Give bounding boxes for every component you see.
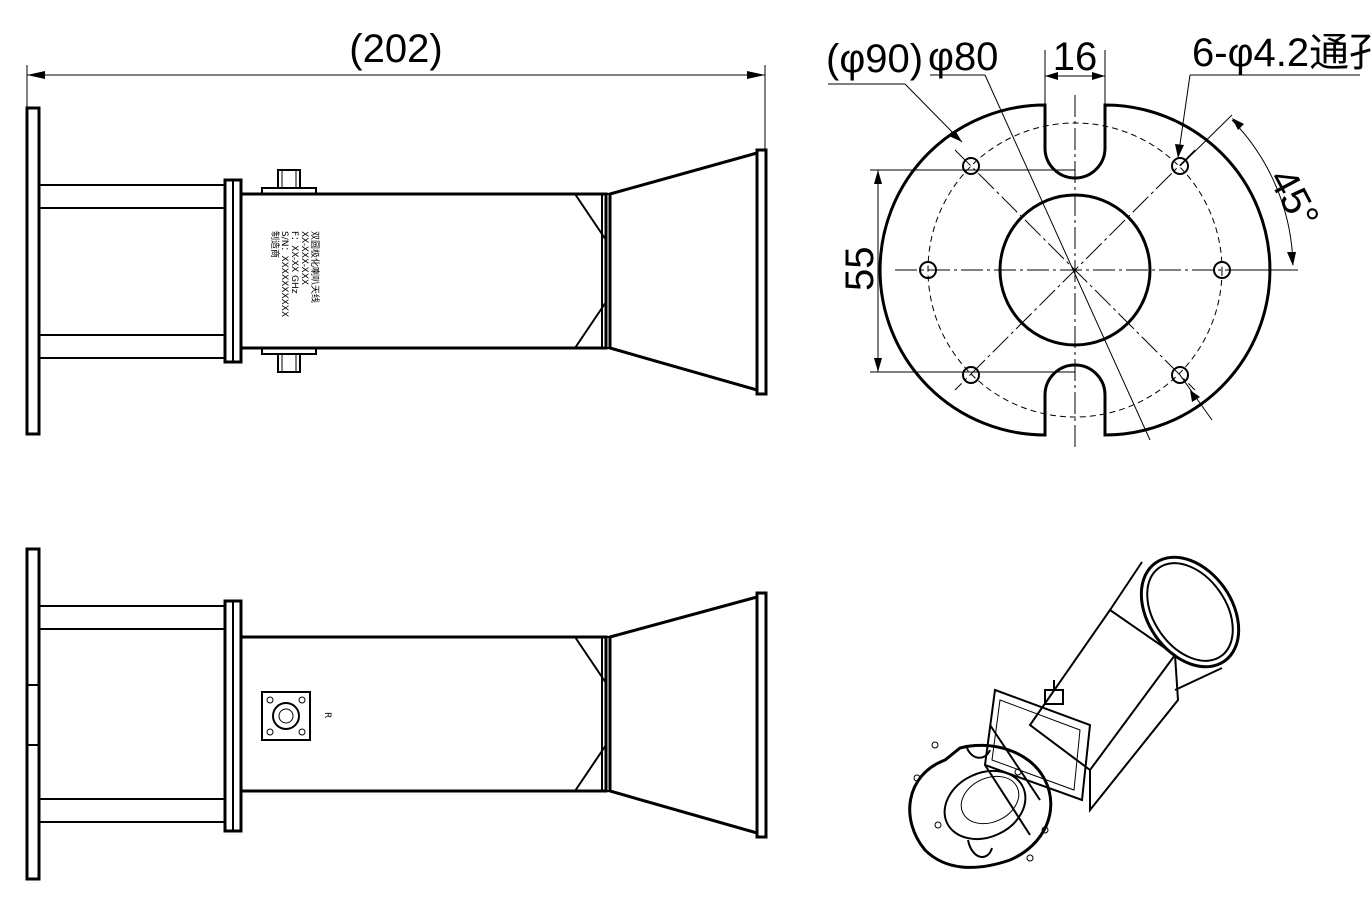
bolt-circle-label: φ80: [928, 35, 998, 79]
horn: [608, 151, 759, 392]
nameplate-line2: XX-XXX-XXX: [299, 231, 309, 285]
nameplate-line4: S/N：XXXXXXXXXX: [279, 231, 289, 317]
nameplate: 双圆极化喇叭天线 XX-XXX-XXX F：XX-XX GHz S/N：XXXX…: [269, 231, 321, 317]
side-view-bottom: R: [25, 547, 768, 881]
waveguide-body-2: [239, 635, 608, 793]
flange-end-view: (φ90) φ80 16 6-φ4.2通孔 45° 55: [826, 31, 1372, 450]
overall-length-dimension: (202): [26, 27, 766, 150]
iso-horn-aperture: [1139, 555, 1241, 669]
mounting-hole: [962, 157, 980, 175]
flange-outer-label: (φ90): [826, 37, 923, 81]
horn-aperture-flange-2: [755, 591, 768, 839]
square-connector: [261, 691, 311, 741]
slot-width-label: 16: [1053, 35, 1098, 79]
hole-spec-label: 6-φ4.2通孔: [1192, 31, 1372, 75]
connector-top: [261, 169, 317, 195]
isometric-view: [908, 555, 1241, 869]
mounting-flange-2: [25, 547, 41, 881]
height-label: 55: [838, 247, 882, 292]
mounting-hole: [1171, 157, 1189, 175]
side-view-top: (202) 双圆极化喇: [25, 27, 768, 436]
horn-2: [608, 595, 759, 835]
overall-length-label: (202): [349, 27, 442, 71]
iso-mounting-flange: [908, 743, 1053, 869]
port-label: R: [322, 712, 332, 718]
nameplate-line5: 制造商: [269, 231, 281, 258]
mounting-flange: [25, 106, 41, 436]
mounting-hole: [962, 366, 980, 384]
mounting-hole: [1171, 366, 1189, 384]
connector-bottom: [261, 347, 317, 373]
nameplate-line3: F：XX-XX GHz: [289, 231, 299, 294]
horn-aperture-flange: [755, 148, 768, 396]
nameplate-line1: 双圆极化喇叭天线: [309, 231, 321, 303]
